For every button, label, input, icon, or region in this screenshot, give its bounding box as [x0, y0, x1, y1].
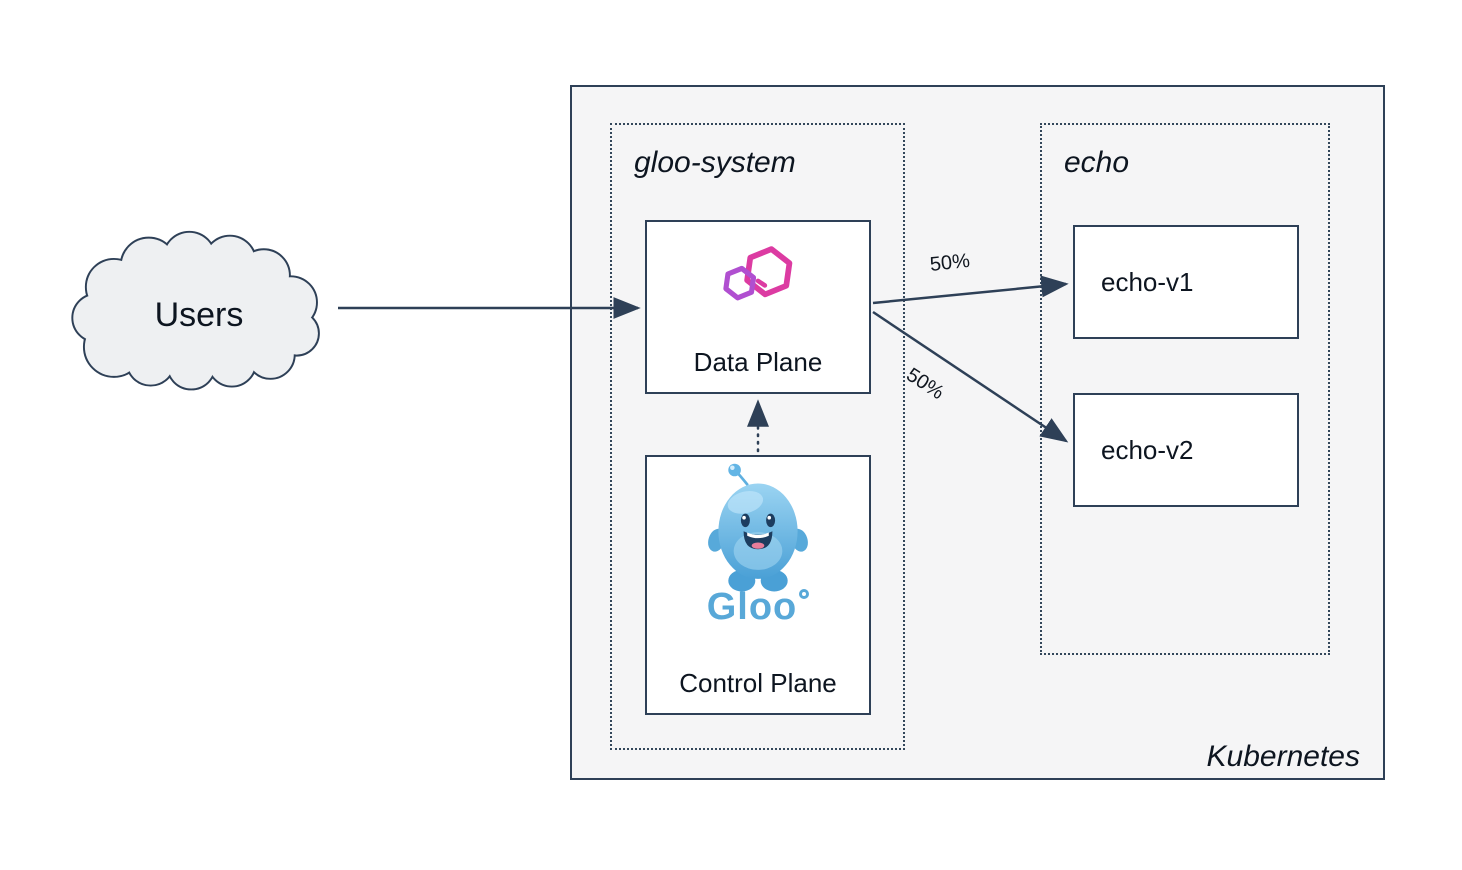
gloo-wordmark: Gloo: [707, 588, 810, 626]
users-label: Users: [154, 295, 244, 334]
echo-v2-label: echo-v2: [1101, 434, 1194, 465]
users-cloud-shape: [71, 230, 320, 391]
echo-namespace-label: echo: [1064, 146, 1130, 179]
control-plane-label: Control Plane: [679, 668, 837, 698]
echo-v1-box: echo-v1: [1073, 225, 1299, 339]
gloo-hexagon-icon: [723, 246, 793, 301]
data-plane-label: Data Plane: [693, 347, 823, 377]
gloo-system-namespace-label: gloo-system: [634, 146, 796, 179]
echo-namespace-box: [1040, 123, 1330, 655]
users-cloud: Users: [55, 227, 343, 403]
traffic-split-label-v1: 50%: [928, 249, 971, 276]
kubernetes-label: Kubernetes: [1206, 740, 1360, 773]
data-plane-box: Data Plane: [645, 220, 871, 394]
echo-v1-label: echo-v1: [1101, 266, 1194, 297]
gloo-mascot-icon: [708, 463, 808, 592]
gloo-degree-mark-icon: [799, 589, 810, 599]
control-plane-box: Gloo Control Plane: [645, 455, 871, 715]
echo-v2-box: echo-v2: [1073, 393, 1299, 507]
gloo-wordmark-text: Gloo: [706, 586, 798, 628]
